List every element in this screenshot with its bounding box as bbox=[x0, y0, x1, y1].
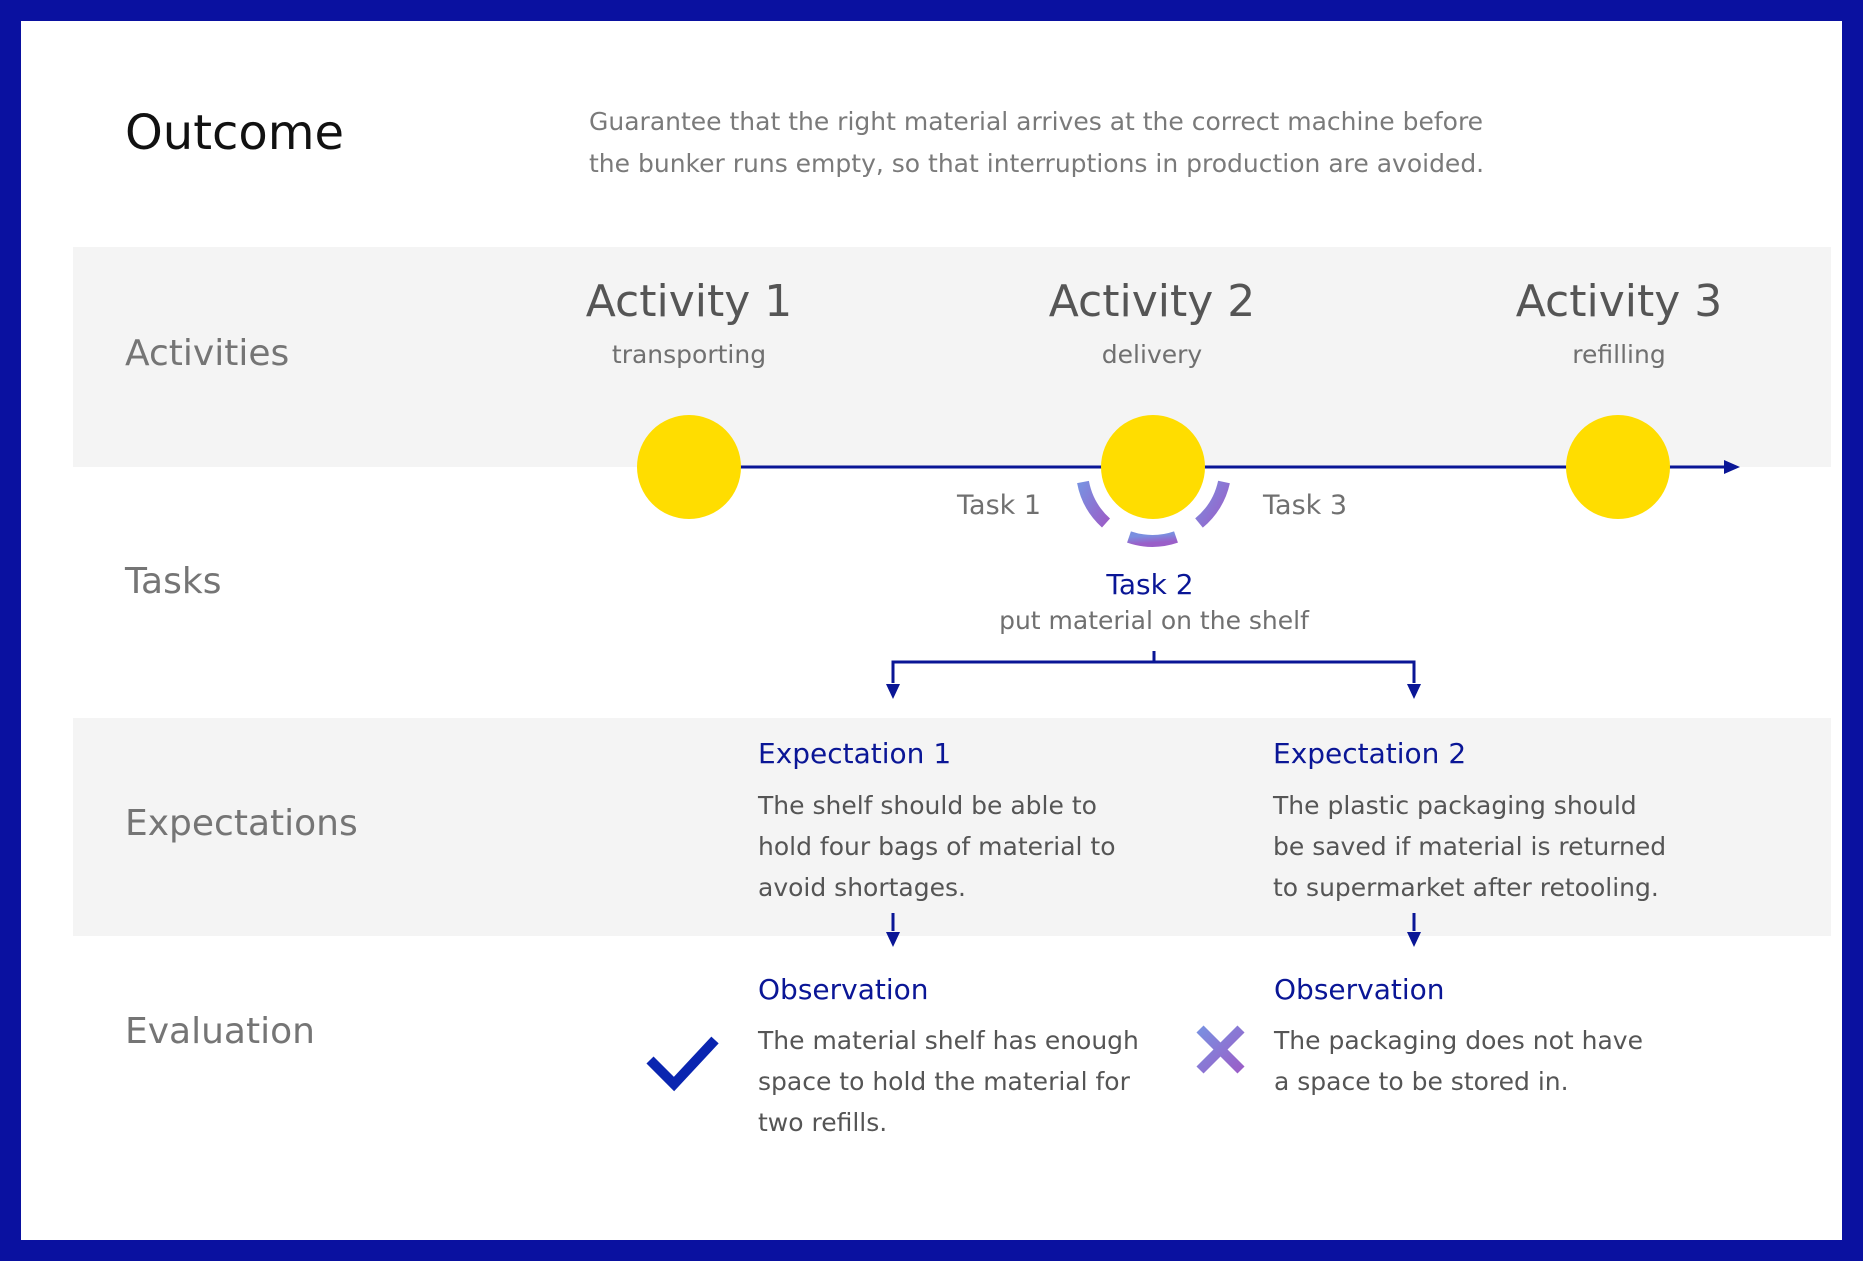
observation-1-text: The material shelf has enough space to h… bbox=[758, 1026, 1139, 1137]
expectation-2-title: Expectation 2 bbox=[1273, 737, 1467, 770]
activity-1-title: Activity 1 bbox=[585, 276, 793, 327]
branch-connector bbox=[891, 651, 1416, 683]
row-label-activities: Activities bbox=[125, 333, 290, 374]
expectations-band bbox=[73, 718, 1831, 936]
observation-1-title: Observation bbox=[758, 973, 929, 1006]
task-arc-bottom bbox=[1127, 531, 1178, 547]
task-2-title: Task 2 bbox=[1106, 568, 1194, 601]
checkmark-icon bbox=[646, 1036, 719, 1092]
activity-2-node bbox=[1101, 415, 1205, 519]
task-1-label: Task 1 bbox=[957, 490, 1042, 521]
expectation-1-text: The shelf should be able to hold four ba… bbox=[758, 791, 1116, 902]
timeline-arrow bbox=[689, 460, 1740, 474]
expectation-2-text: The plastic packaging should be saved if… bbox=[1273, 791, 1667, 902]
outcome-heading: Outcome bbox=[125, 105, 345, 161]
task-arc-right bbox=[1195, 480, 1230, 528]
observation-2-title: Observation bbox=[1274, 973, 1445, 1006]
activity-2-title: Activity 2 bbox=[1048, 276, 1256, 327]
activities-band bbox=[73, 247, 1831, 467]
activity-1-subtitle: transporting bbox=[611, 340, 767, 369]
expectation-1-arrow bbox=[886, 913, 900, 947]
row-label-tasks: Tasks bbox=[125, 561, 222, 602]
expectation-2-arrow bbox=[1407, 913, 1421, 947]
branch-arrow-left bbox=[886, 684, 900, 699]
cross-icon bbox=[1196, 1025, 1245, 1074]
activity-3-title: Activity 3 bbox=[1515, 276, 1723, 327]
outcome-description: Guarantee that the right material arrive… bbox=[589, 107, 1485, 178]
task-2-subtitle: put material on the shelf bbox=[999, 606, 1309, 635]
activity-3-node bbox=[1566, 415, 1670, 519]
observation-2-text: The packaging does not have a space to b… bbox=[1274, 1026, 1643, 1096]
task-arc-left bbox=[1077, 480, 1111, 528]
activity-3-subtitle: refilling bbox=[1572, 340, 1666, 369]
branch-arrow-right bbox=[1407, 684, 1421, 699]
row-label-evaluation: Evaluation bbox=[125, 1011, 315, 1052]
activity-2-subtitle: delivery bbox=[1101, 340, 1203, 369]
expectation-1-title: Expectation 1 bbox=[758, 737, 952, 770]
activity-1-node bbox=[637, 415, 741, 519]
task-3-label: Task 3 bbox=[1263, 490, 1348, 521]
row-label-expectations: Expectations bbox=[125, 803, 358, 844]
